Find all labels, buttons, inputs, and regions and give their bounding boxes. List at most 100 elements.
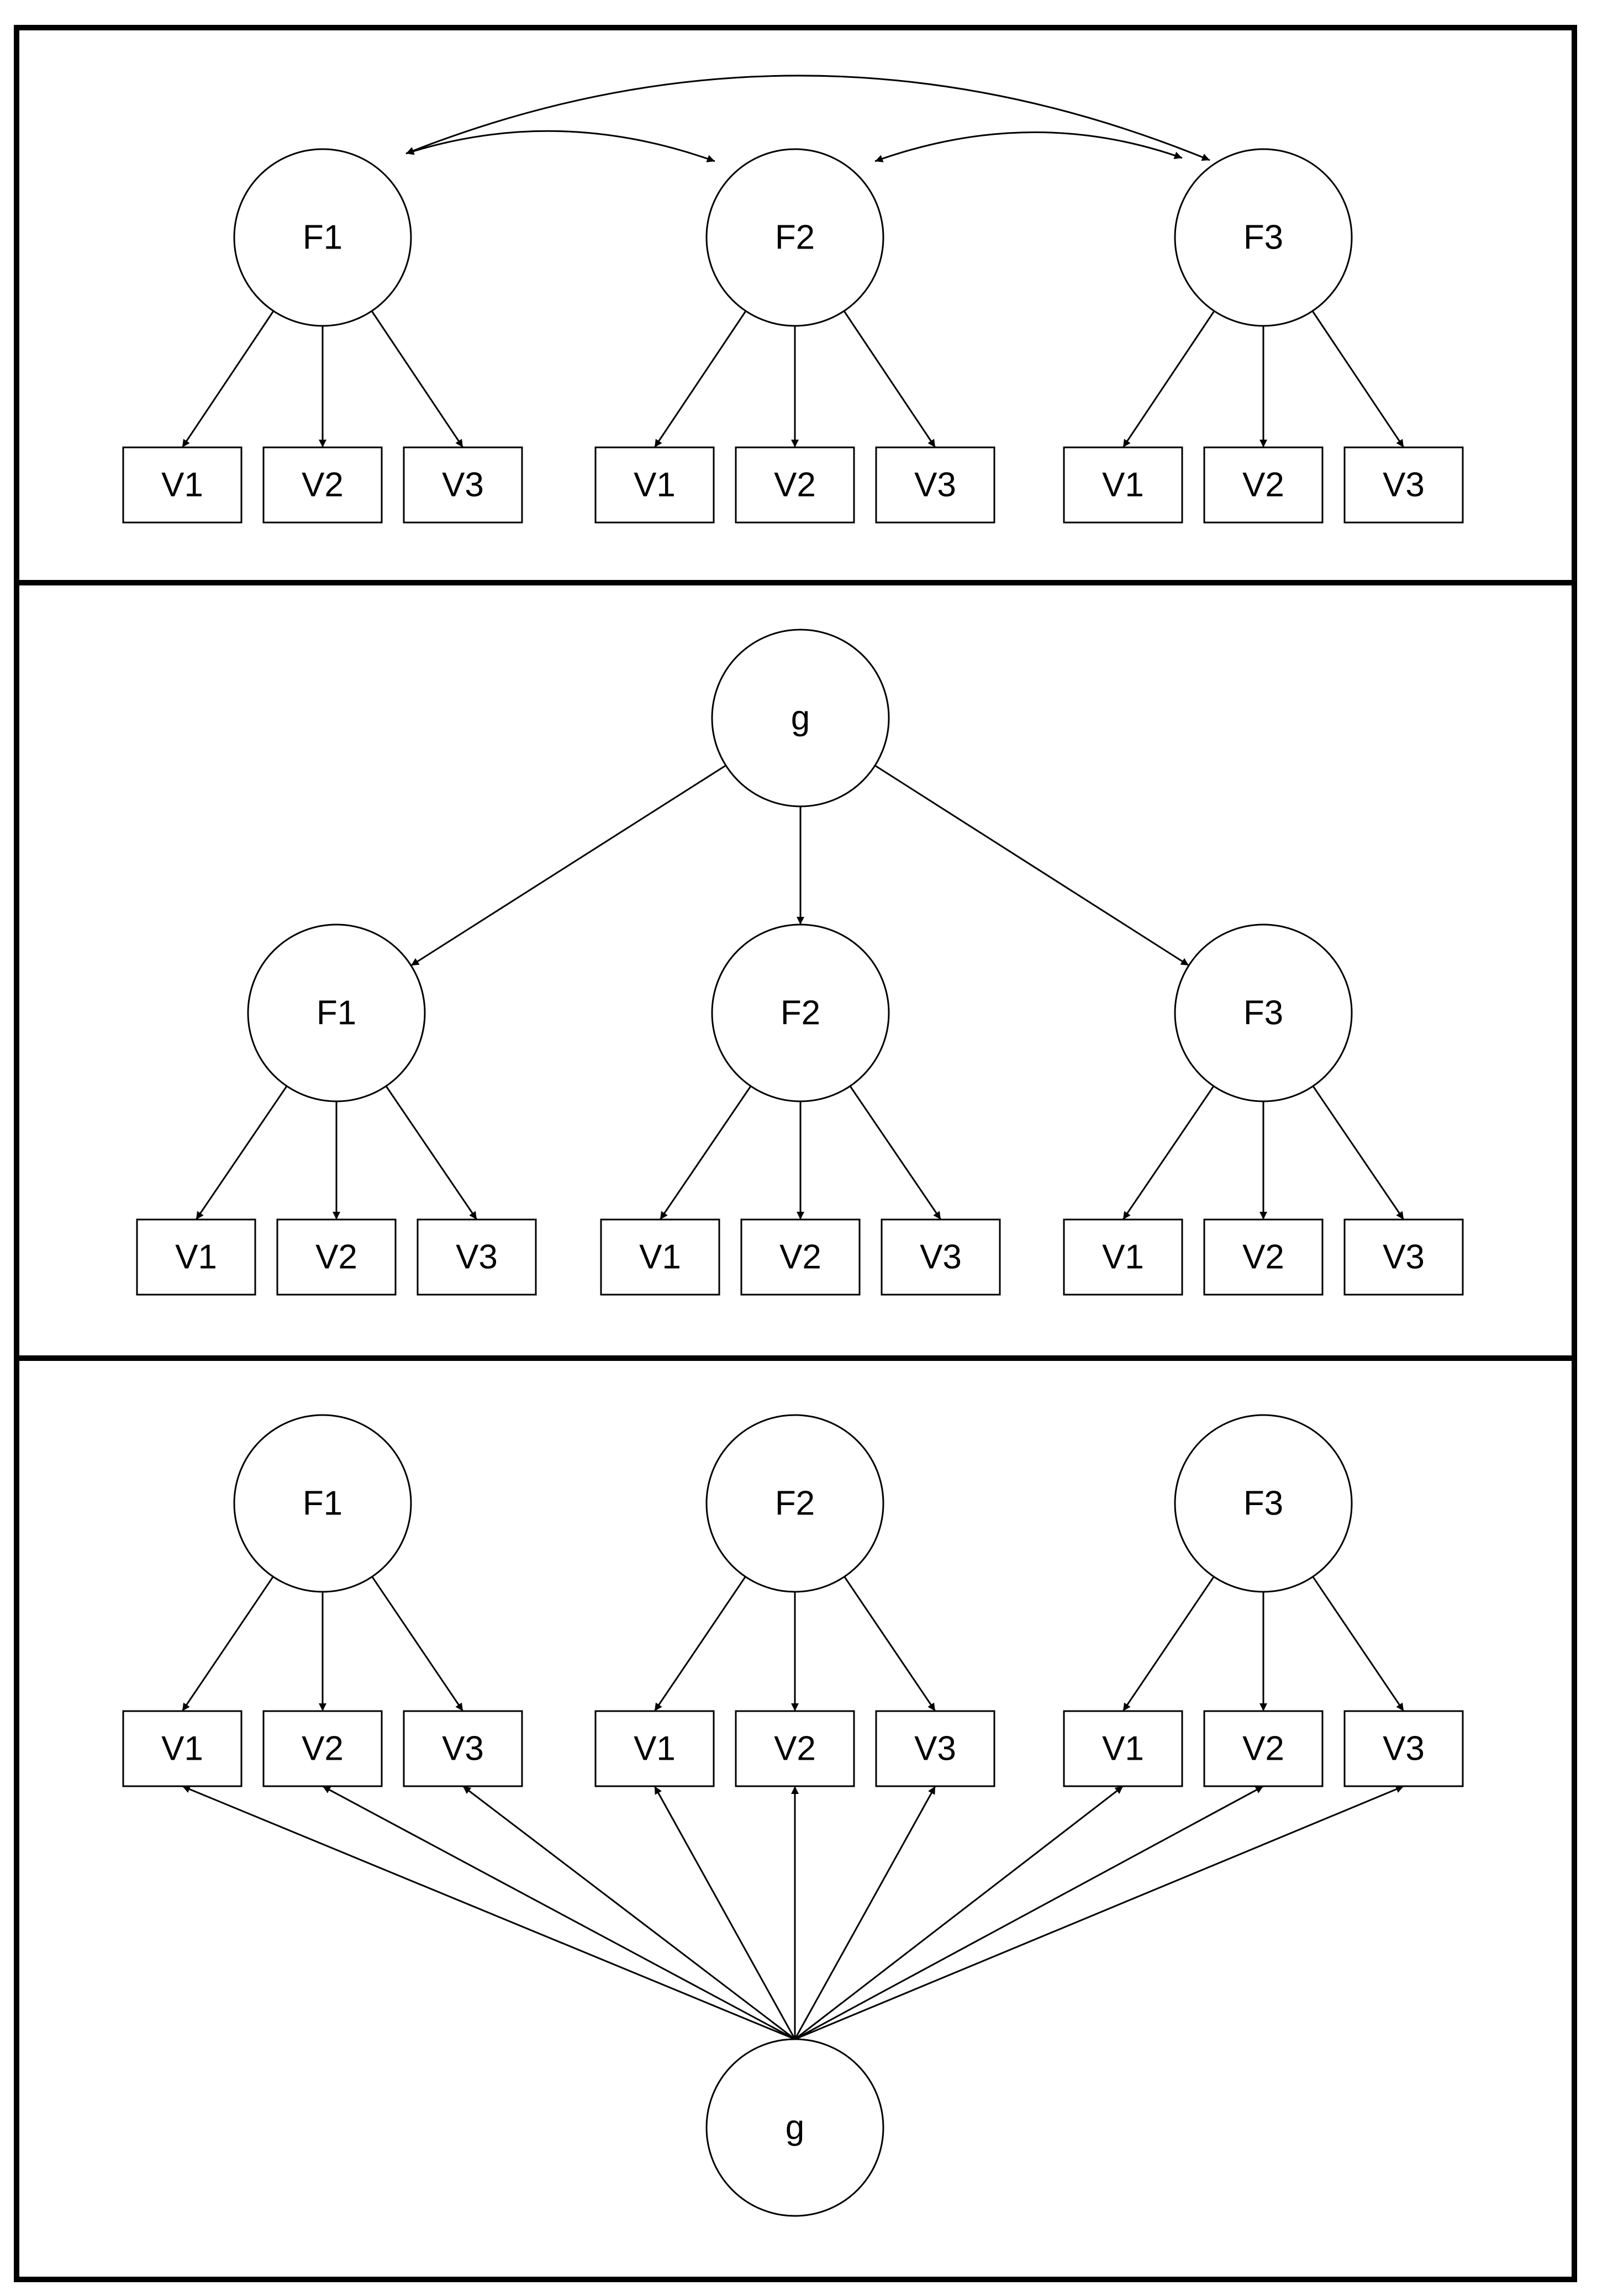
p3-indicator-2-1-label: V1 [634, 1730, 676, 1768]
p3-general-g-label: g [786, 2109, 804, 2147]
p3-indicator-3-1-box [1063, 1710, 1183, 1787]
p1-indicator-2-3-label: V3 [914, 466, 956, 504]
p1-indicator-1-1-label: V1 [161, 466, 203, 504]
p1-indicator-2-2-box [735, 446, 855, 524]
p3-indicator-1-1-box [122, 1710, 243, 1787]
p2-indicator-1-2-box [276, 1218, 397, 1296]
p3-loading-1-3 [371, 1576, 464, 1712]
p3-indicator-3-1-label: V1 [1102, 1730, 1144, 1768]
p3-general-g-circle [705, 2038, 884, 2217]
p1-factor-f2-label: F2 [775, 219, 815, 257]
p2-g-to-f1 [410, 764, 726, 967]
p3-indicator-2-3-box [875, 1710, 995, 1787]
p2-indicator-1-2-label: V2 [315, 1238, 357, 1276]
p1-indicator-2-2-label: V2 [774, 466, 816, 504]
p1-indicator-1-3-box [403, 446, 523, 524]
p3-loading-3-3 [1312, 1576, 1405, 1712]
p1-indicator-3-2-label: V2 [1242, 466, 1284, 504]
p3-loading-1-1 [181, 1576, 274, 1712]
p1-factor-f1-circle [233, 148, 412, 327]
p1-cov-f2-f3 [874, 131, 1183, 162]
p1-cov-f1-f3 [405, 75, 1210, 161]
p3-indicator-1-1-label: V1 [161, 1730, 203, 1768]
p3-g-to-indicator-3-3 [794, 1785, 1404, 2040]
p3-factor-f2-label: F2 [775, 1485, 815, 1523]
p2-loading-2-3 [849, 1085, 942, 1220]
p3-factor-f3-circle [1174, 1414, 1353, 1593]
p2-factor-f3-circle [1174, 923, 1353, 1102]
p2-indicator-2-1-label: V1 [639, 1238, 681, 1276]
p2-indicator-1-3-box [417, 1218, 537, 1296]
p1-indicator-1-3-label: V3 [442, 466, 484, 504]
p1-indicator-3-3-label: V3 [1383, 466, 1425, 504]
p2-loading-3-1 [1122, 1085, 1215, 1220]
p2-g-to-f3 [874, 764, 1189, 967]
p1-factor-f2-circle [705, 148, 884, 327]
p1-indicator-2-1-label: V1 [634, 466, 676, 504]
p2-loading-2-1 [659, 1085, 752, 1220]
p3-indicator-2-3-label: V3 [914, 1730, 956, 1768]
p3-factor-f2-circle [705, 1414, 884, 1593]
p1-loading-2-1 [653, 310, 747, 448]
p2-indicator-1-1-label: V1 [175, 1238, 217, 1276]
p2-indicator-2-1-box [600, 1218, 720, 1296]
p3-g-to-indicator-3-2 [794, 1785, 1264, 2040]
p3-loading-2-3 [844, 1576, 936, 1712]
p2-loading-3-3 [1312, 1085, 1405, 1220]
p2-factor-f2-label: F2 [781, 994, 820, 1032]
p1-loading-3-1 [1122, 310, 1215, 448]
p2-indicator-3-1-label: V1 [1102, 1238, 1144, 1276]
p1-indicator-3-2-box [1203, 446, 1324, 524]
p3-indicator-3-2-box [1203, 1710, 1324, 1787]
p3-g-to-indicator-1-1 [182, 1785, 795, 2040]
p1-factor-f1-label: F1 [303, 219, 342, 257]
p1-loading-1-1 [181, 310, 275, 448]
p1-indicator-1-2-box [262, 446, 383, 524]
p2-indicator-2-3-label: V3 [920, 1238, 962, 1276]
p2-loading-1-3 [385, 1085, 478, 1220]
p3-loading-3-1 [1122, 1576, 1215, 1712]
p2-loading-1-1 [195, 1085, 288, 1220]
p3-g-to-indicator-3-1 [794, 1785, 1124, 2040]
p1-loading-1-3 [371, 310, 464, 448]
p2-factor-f1-label: F1 [317, 994, 356, 1032]
p2-indicator-3-3-box [1343, 1218, 1464, 1296]
p2-indicator-1-3-label: V3 [456, 1238, 498, 1276]
p2-factor-f3-label: F3 [1243, 994, 1283, 1032]
p1-indicator-3-3-box [1343, 446, 1464, 524]
p2-indicator-3-2-label: V2 [1242, 1238, 1284, 1276]
frame [14, 25, 1577, 2282]
p3-indicator-2-2-label: V2 [774, 1730, 816, 1768]
p3-loading-2-1 [653, 1576, 746, 1712]
p3-indicator-1-2-label: V2 [302, 1730, 344, 1768]
p3-factor-f1-label: F1 [303, 1485, 342, 1523]
p2-indicator-1-1-box [136, 1218, 256, 1296]
p3-factor-f1-circle [233, 1414, 412, 1593]
p3-g-to-indicator-2-1 [653, 1786, 796, 2040]
p1-indicator-1-2-label: V2 [302, 466, 344, 504]
p3-indicator-3-3-label: V3 [1383, 1730, 1425, 1768]
p1-loading-2-3 [843, 310, 936, 448]
p2-indicator-2-2-label: V2 [779, 1238, 821, 1276]
p2-general-g-circle [711, 629, 890, 807]
p1-loading-3-3 [1311, 310, 1405, 448]
p1-indicator-1-1-box [122, 446, 243, 524]
p2-indicator-2-2-box [740, 1218, 861, 1296]
p3-g-to-indicator-2-3 [794, 1786, 936, 2040]
p3-indicator-3-3-box [1343, 1710, 1464, 1787]
p1-factor-f3-label: F3 [1243, 219, 1283, 257]
p1-factor-f3-circle [1174, 148, 1353, 327]
p3-indicator-3-2-label: V2 [1242, 1730, 1284, 1768]
edges [181, 75, 1405, 2040]
p3-indicator-1-3-label: V3 [442, 1730, 484, 1768]
p2-indicator-3-1-box [1063, 1218, 1183, 1296]
outer-border [14, 25, 1577, 2282]
p3-indicator-2-1-box [594, 1710, 715, 1787]
p1-indicator-3-1-box [1063, 446, 1183, 524]
p2-indicator-3-2-box [1203, 1218, 1324, 1296]
p1-indicator-2-3-box [875, 446, 995, 524]
p1-indicator-3-1-label: V1 [1102, 466, 1144, 504]
p3-indicator-1-3-box [403, 1710, 523, 1787]
p2-factor-f1-circle [247, 923, 426, 1102]
